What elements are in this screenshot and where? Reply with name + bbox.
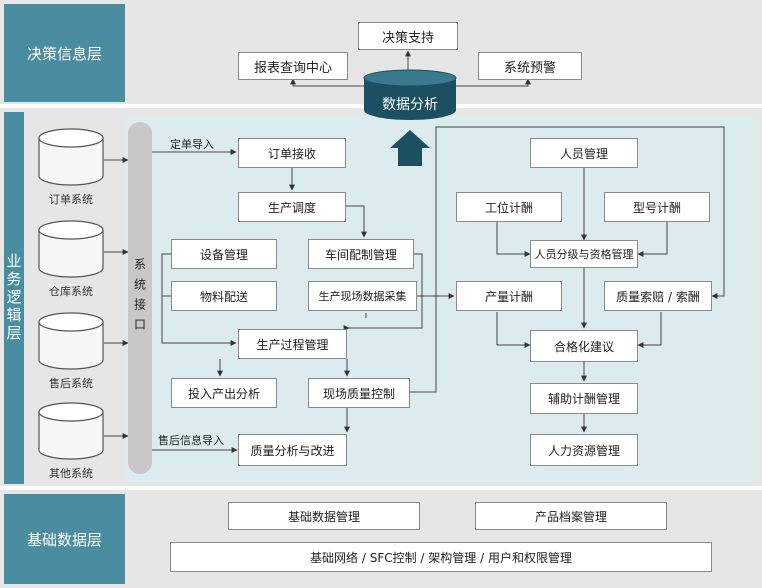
equipment-mgmt-box: 设备管理 (171, 239, 277, 269)
base-layer-tag: 基础数据层 (4, 494, 125, 584)
data-collection-box: 生产现场数据采集 (308, 281, 417, 311)
product-archive-box: 产品档案管理 (475, 502, 667, 530)
report-center-box: 报表查询中心 (238, 52, 348, 80)
quality-claims-box: 质量索赔 / 索酬 (604, 281, 712, 311)
system-interface-bar: 系统接口 (128, 122, 152, 474)
process-mgmt-box: 生产过程管理 (238, 329, 347, 359)
workshop-config-box: 车间配制管理 (308, 239, 414, 269)
basic-data-mgmt-box: 基础数据管理 (228, 502, 420, 530)
station-pay-box: 工位计酬 (456, 192, 562, 222)
order-system-db-icon (38, 128, 104, 186)
warehouse-system-label: 仓库系统 (49, 285, 93, 298)
business-layer-label: 业务逻辑层 (4, 253, 23, 343)
rationalization-box: 合格化建议 (530, 330, 638, 362)
decision-support-box: 决策支持 (358, 22, 458, 50)
io-analysis-box: 投入产出分析 (171, 378, 277, 408)
production-schedule-box: 生产调度 (238, 192, 346, 222)
decision-layer-tag: 决策信息层 (4, 4, 125, 102)
model-pay-box: 型号计酬 (604, 192, 710, 222)
system-warning-box: 系统预警 (478, 52, 582, 80)
aftersale-import-label: 售后信息导入 (158, 434, 224, 447)
output-pay-box: 产量计酬 (456, 281, 562, 311)
data-analysis-label: 数据分析 (382, 97, 438, 113)
quality-improve-box: 质量分析与改进 (238, 434, 347, 466)
staff-mgmt-box: 人员管理 (530, 138, 638, 168)
warehouse-system-db-icon (38, 220, 104, 278)
order-system-label: 订单系统 (49, 193, 93, 206)
aftersale-system-label: 售后系统 (49, 377, 93, 390)
system-interface-label: 系统接口 (132, 258, 147, 338)
order-import-label: 定单导入 (170, 138, 214, 151)
order-receive-box: 订单接收 (238, 138, 346, 168)
aux-pay-box: 辅助计酬管理 (530, 383, 638, 414)
data-analysis-cylinder (363, 69, 457, 120)
other-system-label: 其他系统 (49, 467, 93, 480)
material-delivery-box: 物料配送 (171, 281, 277, 311)
infrastructure-box: 基础网络 / SFC控制 / 架构管理 / 用户和权限管理 (170, 542, 712, 572)
quality-control-box: 现场质量控制 (308, 378, 410, 408)
other-system-db-icon (38, 402, 104, 460)
aftersale-system-db-icon (38, 312, 104, 370)
business-layer-tag: 业务逻辑层 (4, 112, 24, 484)
hr-mgmt-box: 人力资源管理 (530, 434, 638, 466)
staff-grading-box: 人员分级与资格管理 (530, 240, 638, 268)
